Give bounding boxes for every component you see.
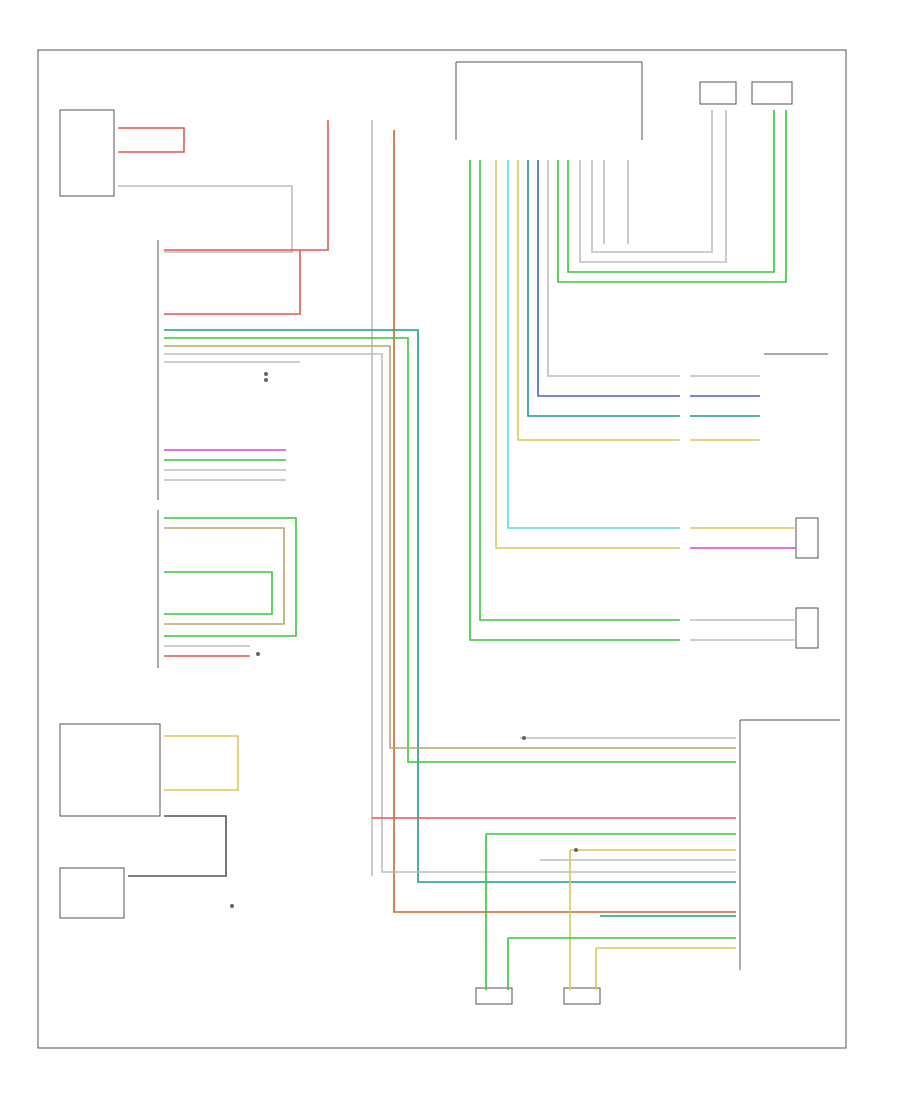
wire-green-tweeter	[557, 110, 787, 283]
wire-yellow-rf	[495, 160, 680, 549]
wire-tan-loop	[164, 527, 285, 625]
splice-dot	[522, 736, 526, 740]
splice-dot	[574, 848, 578, 852]
component-box-top-left	[59, 109, 115, 197]
component-left-front-speaker	[795, 607, 819, 649]
wire-dark-switch	[128, 815, 227, 877]
wire-gray-tweeter-2	[591, 110, 713, 253]
wire-yellow-4	[517, 160, 680, 441]
splice-dot	[264, 372, 268, 376]
component-box-speed-control	[59, 723, 161, 817]
wire-green-rf-2	[479, 160, 680, 621]
wire-gray-upper	[118, 185, 293, 253]
component-right-rear-speaker	[475, 987, 513, 1005]
wire-gray-tweeter	[579, 110, 727, 263]
wire-red-vertical	[164, 120, 329, 251]
diagram-frame	[37, 49, 847, 1049]
wire-gray-bus	[164, 353, 736, 873]
wire-blue-2	[537, 160, 680, 397]
wire-teal-bus	[164, 329, 736, 883]
wire-tan-bus	[164, 345, 736, 749]
splice-dot	[264, 378, 268, 382]
wire-green-bus	[164, 337, 736, 763]
wire-teal-3	[527, 160, 680, 417]
pin-marks	[230, 372, 578, 908]
splice-dot	[230, 904, 234, 908]
wires	[118, 110, 796, 990]
wire-yellow-loop	[164, 735, 239, 791]
wire-green-tweeter-2	[567, 110, 775, 273]
splice-dot	[256, 652, 260, 656]
component-right-tweeter	[751, 81, 793, 105]
component-left-tweeter	[699, 81, 737, 105]
wire-orange-long	[393, 130, 736, 913]
wire-gray-1	[547, 160, 680, 377]
left-components	[59, 109, 161, 919]
wire-green-loop-inner	[164, 571, 273, 615]
wire-red-loop	[118, 127, 185, 153]
wire-cyan-rf	[507, 160, 680, 529]
component-left-rear-speaker	[563, 987, 601, 1005]
wire-green-loop-outer	[164, 517, 297, 637]
right-components	[455, 61, 840, 1005]
wire-red-lower	[164, 250, 301, 315]
wire-green-rf	[469, 160, 680, 641]
component-right-front-speaker	[795, 517, 819, 559]
component-box-clockspring	[59, 867, 125, 919]
